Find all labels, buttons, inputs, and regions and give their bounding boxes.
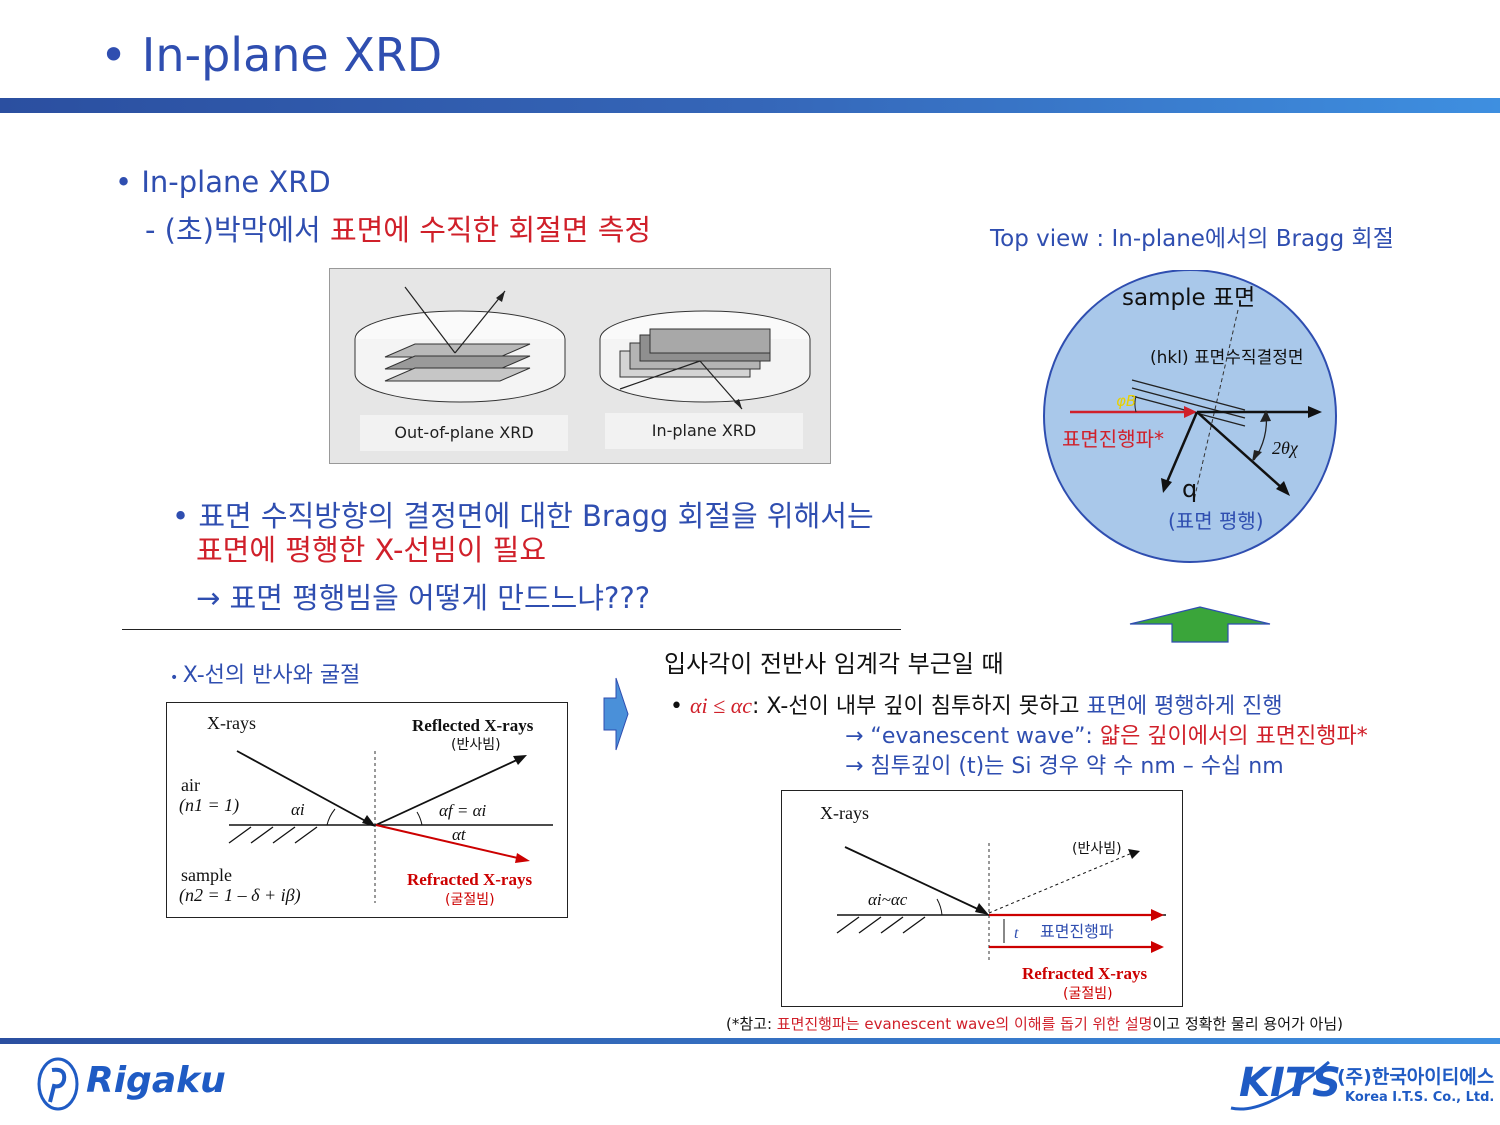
kits-swoosh-icon (1230, 1060, 1330, 1111)
reflection-diagram-svg: X-rays Reflected X-rays (반사빔) air (n1 = … (179, 713, 553, 908)
bragg-bullet-dot: • (172, 499, 199, 533)
rigaku-emblem-icon (37, 1057, 79, 1111)
top-view-diagram: sample 표면 (hkl) 표면수직결정면 φB 표면진행파* 2θχ q … (1043, 270, 1337, 563)
out-of-plane-label: Out-of-plane XRD (360, 415, 568, 451)
subtitle-line: - (초)박막에서 표면에 수직한 회절면 측정 (145, 207, 651, 249)
kits-logo: KITS (주)한국아이티에스 Korea I.T.S. Co., Ltd. (1225, 1052, 1494, 1114)
alpha-f-label: αf = αi (439, 801, 487, 820)
thin-film-figure: Out-of-plane XRD In-plane XRD (329, 268, 831, 464)
bragg-bullet: • 표면 수직방향의 결정면에 대한 Bragg 회절을 위해서는 (172, 493, 874, 535)
condition-math: αi ≤ αc (689, 693, 753, 718)
footnote-evanescent: evanescent wave (864, 1015, 996, 1033)
evan-alpha-label: αi~αc (868, 890, 908, 909)
reflected-kr-label: (반사빔) (451, 737, 501, 753)
evan-refracted-kr-label: (굴절빔) (1063, 986, 1113, 1002)
refracted-kr-label: (굴절빔) (445, 892, 495, 908)
kits-english-name: Korea I.T.S. Co., Ltd. (1345, 1090, 1495, 1105)
air-label: air (181, 775, 200, 795)
condition-text: : X-선이 내부 깊이 침투하지 못하고 (752, 694, 1087, 719)
hkl-label: (hkl) 표면수직결정면 (1150, 348, 1304, 368)
evanescent-line: → “evanescent wave”: 얇은 깊이에서의 표면진행파* (845, 718, 1368, 750)
evan-surface-wave-label: 표면진행파 (1040, 922, 1114, 941)
sample-label: sample (181, 865, 232, 885)
incident-arrowhead (1184, 406, 1197, 418)
alpha-i-label: αi (291, 800, 305, 819)
evanescent-label: → “evanescent wave”: (845, 724, 1100, 749)
evan-refracted-label: Refracted X-rays (1022, 964, 1147, 983)
small-bullet: • (170, 670, 183, 686)
condition-bullet: • (670, 694, 690, 719)
sample-surface-circle (1043, 270, 1337, 563)
page-title: • In-plane XRD (100, 28, 442, 82)
section-bullet: • (115, 165, 142, 199)
sample-surface-label: sample 표면 (1122, 285, 1255, 311)
parallel-label: (표면 평행) (1168, 509, 1264, 533)
thin-film-illustration (354, 286, 811, 410)
kits-wordmark: KITS (1239, 1060, 1341, 1106)
reflection-refraction-text: X-선의 반사와 굴절 (182, 663, 361, 688)
section-separator (122, 629, 901, 630)
n1-label: (n1 = 1) (179, 795, 239, 816)
footer-divider-bar (0, 1038, 1500, 1044)
footnote-end: 이고 정확한 물리 용어가 아님) (1152, 1015, 1344, 1033)
bragg-bullet-line1: 표면 수직방향의 결정면에 대한 Bragg 회절을 위해서는 (198, 499, 874, 533)
xrays-label: X-rays (207, 713, 256, 733)
condition-highlight: 표면에 평행하게 진행 (1086, 694, 1283, 719)
refracted-label: Refracted X-rays (407, 870, 532, 889)
up-arrow-icon (1129, 606, 1271, 643)
depth-line: → 침투깊이 (t)는 Si 경우 약 수 nm – 수십 nm (845, 754, 1284, 779)
title-bullet: • (100, 28, 128, 82)
surface-wave-label: 표면진행파* (1062, 427, 1164, 451)
reflection-diagram: X-rays Reflected X-rays (반사빔) air (n1 = … (166, 702, 568, 918)
evanescent-highlight: 얇은 깊이에서의 표면진행파* (1099, 724, 1368, 749)
section-heading: • In-plane XRD (115, 165, 331, 199)
phi-b-label: φB (1116, 392, 1136, 410)
near-critical-heading: 입사각이 전반사 임계각 부근일 때 (664, 650, 1004, 678)
alpha-t-label: αt (452, 825, 467, 844)
question-line: → 표면 평행빔을 어떻게 만드느냐??? (196, 581, 651, 615)
title-text: In-plane XRD (141, 28, 443, 82)
q-label: q (1182, 475, 1197, 503)
rigaku-wordmark: Rigaku (86, 1060, 226, 1101)
depth-t-label: t (1014, 925, 1019, 942)
kits-korean-name: (주)한국아이티에스 (1337, 1066, 1495, 1088)
header-divider-bar (0, 98, 1500, 113)
n2-label: (n2 = 1 – δ + iβ) (179, 885, 301, 906)
footnote-red2: 의 이해를 돕기 위한 설명 (995, 1015, 1153, 1033)
subtitle-highlight: 표면에 수직한 회절면 측정 (329, 213, 652, 247)
right-arrow-icon (603, 677, 629, 751)
evan-xrays-label: X-rays (820, 803, 869, 823)
evanescent-diagram-svg: X-rays (반사빔) αi~αc t 표면진행파 Refracted X-r… (820, 803, 1166, 1002)
bragg-bullet-line2: 표면에 평행한 X-선빔이 필요 (196, 533, 547, 567)
two-theta-label: 2θχ (1272, 438, 1299, 458)
footnote-prefix: (*참고: (726, 1015, 777, 1033)
footnote-red: 표면진행파는 (776, 1015, 865, 1033)
footnote: (*참고: 표면진행파는 evanescent wave의 이해를 돕기 위한 … (726, 1013, 1343, 1034)
in-plane-label: In-plane XRD (605, 413, 803, 449)
reflection-refraction-heading: • X-선의 반사와 굴절 (170, 657, 360, 689)
evanescent-diagram: X-rays (반사빔) αi~αc t 표면진행파 Refracted X-r… (781, 790, 1183, 1007)
subtitle-prefix: - (초)박막에서 (145, 213, 330, 247)
top-view-caption: Top view : In-plane에서의 Bragg 회절 (990, 226, 1394, 252)
section-heading-text: In-plane XRD (141, 165, 331, 199)
reflected-label: Reflected X-rays (412, 716, 534, 735)
evan-reflected-kr-label: (반사빔) (1072, 841, 1122, 857)
rigaku-logo: Rigaku (36, 1056, 276, 1112)
condition-line: • αi ≤ αc: X-선이 내부 깊이 침투하지 못하고 표면에 평행하게 … (670, 688, 1283, 720)
